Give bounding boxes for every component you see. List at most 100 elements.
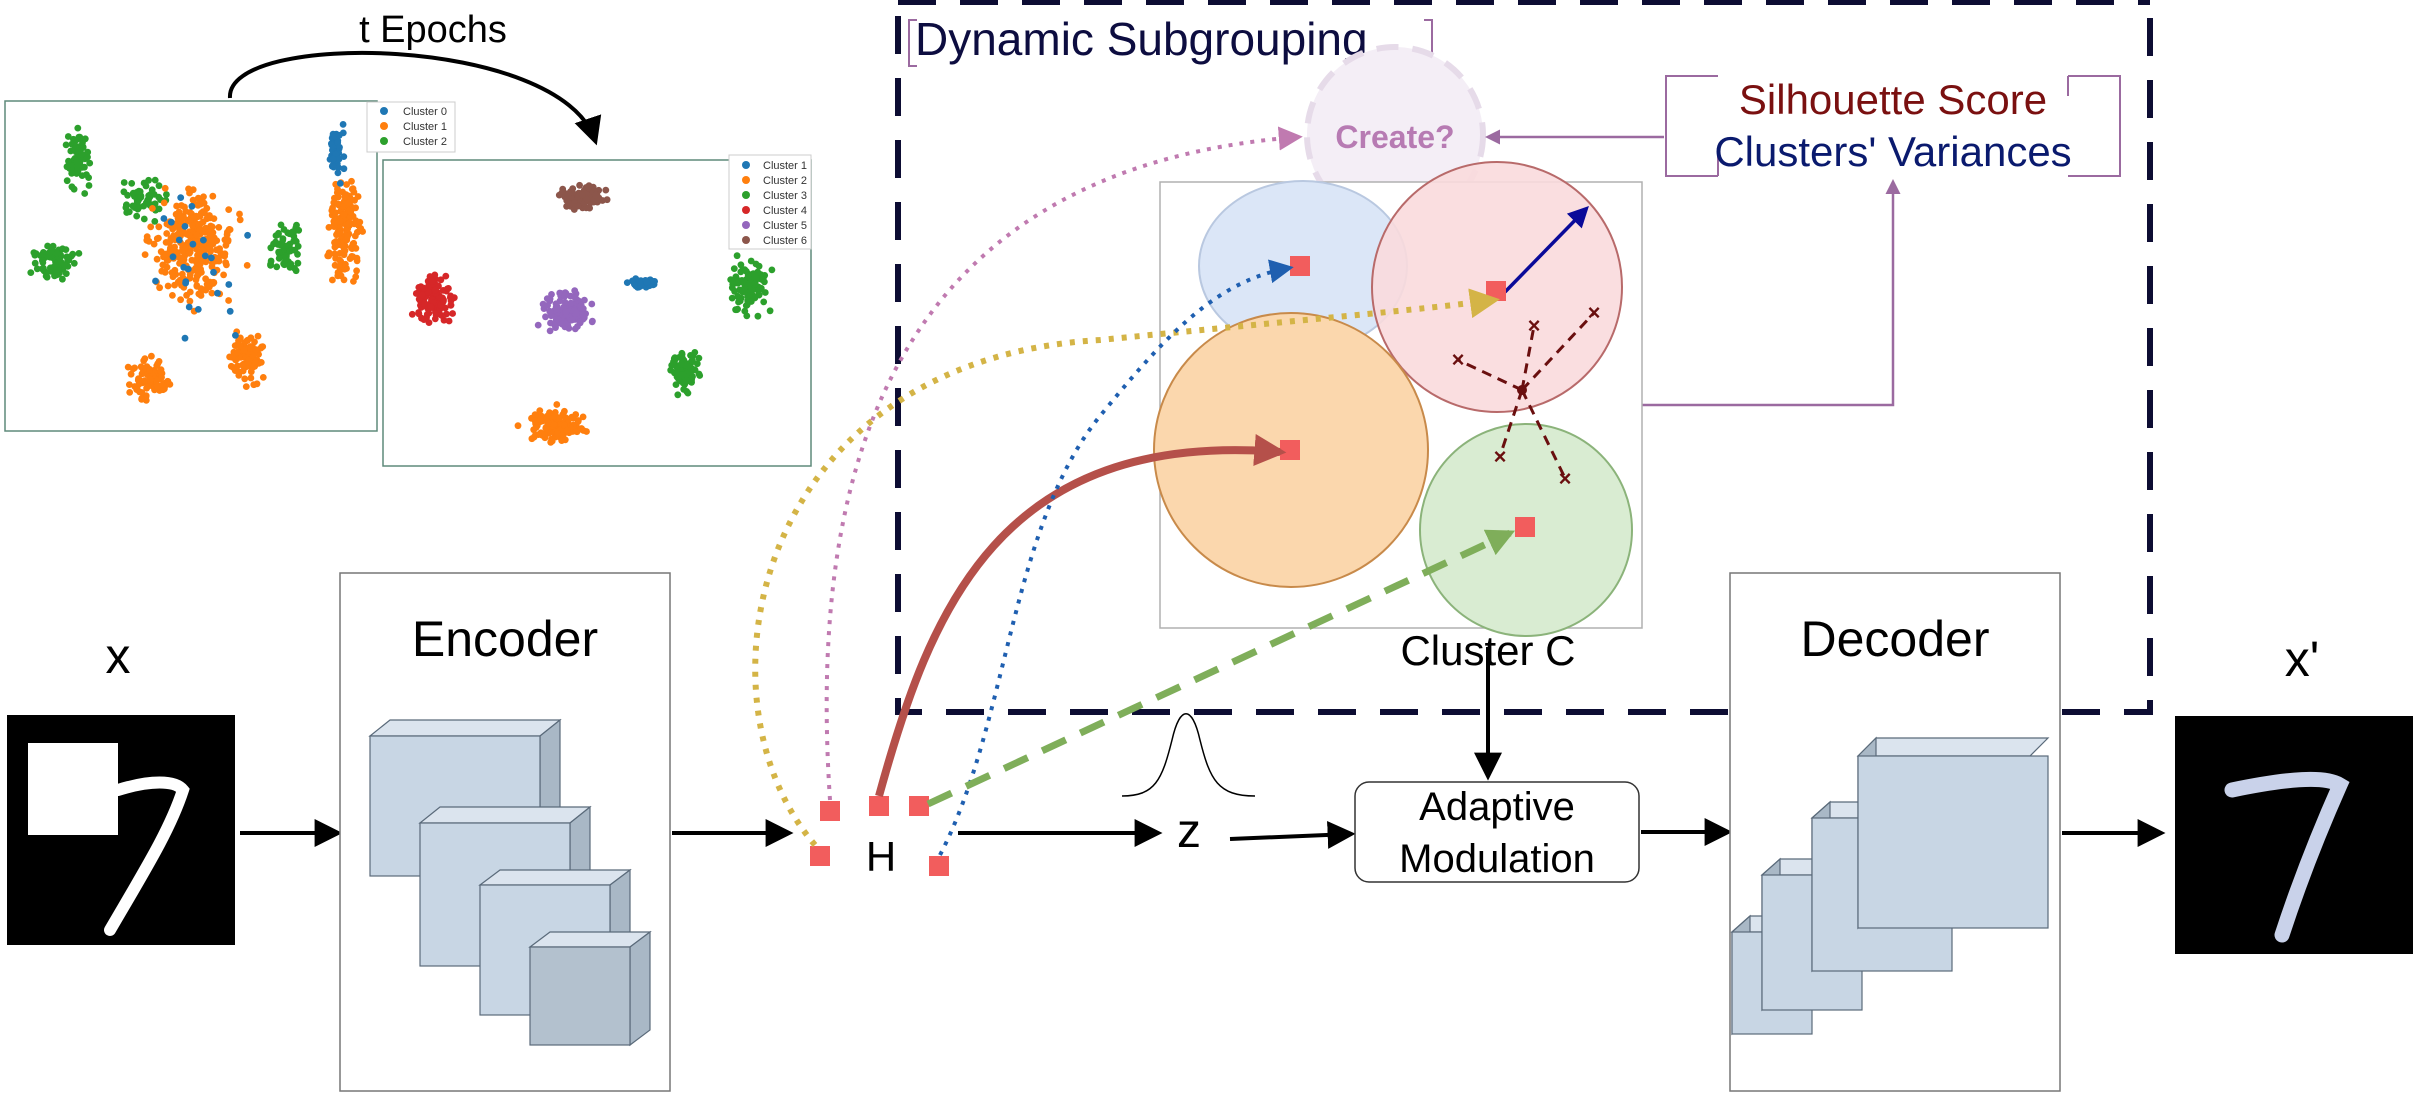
scatter-point: [129, 365, 137, 373]
scatter-point: [728, 294, 736, 302]
scatter-point: [156, 284, 164, 292]
gaussian-curve: [1121, 713, 1256, 797]
centroid-blue: [1290, 256, 1310, 276]
scatter-point: [424, 288, 432, 296]
scatter-point: [573, 309, 580, 317]
scatter-point: [259, 374, 267, 381]
scatter-point: [74, 124, 82, 132]
scatter-point: [336, 143, 343, 151]
scatter-point: [129, 189, 137, 197]
scatter-point: [61, 261, 68, 269]
scatter-point: [351, 232, 359, 240]
scatter-point: [164, 377, 172, 385]
dynamic-subgrouping-box: [895, 2, 2153, 715]
tsne-after-plot: Cluster 1 Cluster 2 Cluster 3 Cluster 4 …: [382, 154, 812, 467]
scatter-point: [760, 298, 768, 306]
scatter-point: [691, 349, 699, 356]
scatter-point: [592, 191, 599, 199]
scatter-point: [632, 282, 640, 290]
scatter-point: [252, 358, 259, 366]
scatter-point: [571, 294, 579, 302]
scatter-point: [542, 424, 550, 432]
scatter-point: [244, 231, 252, 239]
centroid-red: [1486, 281, 1506, 301]
scatter-point: [135, 203, 143, 211]
scatter-point: [210, 268, 217, 276]
scatter-point: [200, 193, 207, 201]
scatter-point: [155, 182, 163, 190]
scatter-point: [182, 279, 190, 287]
variance-points: × × × × ×: [1452, 300, 1601, 491]
scatter-point: [336, 217, 344, 225]
scatter-point: [752, 274, 760, 282]
scatter-point: [84, 148, 92, 156]
scatter-point: [213, 246, 220, 254]
scatter-point: [588, 300, 596, 308]
scatter-point: [33, 265, 41, 273]
scatter-point: [643, 278, 651, 286]
scatter-point: [556, 414, 563, 422]
scatter-point: [737, 261, 745, 269]
scatter-point: [247, 374, 255, 382]
scatter-point: [356, 218, 364, 226]
scatter-point: [579, 191, 586, 199]
scatter-point: [81, 190, 89, 197]
scatter-point: [273, 263, 281, 271]
scatter-point: [678, 349, 686, 357]
scatter-point: [348, 253, 356, 260]
scatter-point: [185, 303, 193, 311]
scatter-point: [532, 424, 540, 431]
scatter-point: [293, 221, 300, 229]
scatter-point: [147, 223, 155, 231]
scatter-point: [574, 418, 582, 425]
encoder-layers: [368, 718, 652, 1047]
scatter-point: [695, 354, 703, 362]
encoder-label: Encoder: [412, 611, 598, 667]
scatter-point: [546, 327, 554, 335]
scatter-point: [177, 194, 185, 202]
scatter-point: [152, 277, 159, 285]
scatter-point: [163, 230, 171, 237]
scatter-point: [272, 232, 280, 240]
scatter-point: [141, 355, 149, 362]
adaptive-modulation-box: [1354, 781, 1640, 883]
scatter-point: [431, 286, 439, 294]
scatter-point: [37, 252, 44, 259]
scatter-point: [339, 243, 347, 250]
scatter-point: [186, 288, 194, 296]
scatter-point: [428, 278, 436, 286]
scatter-point: [235, 372, 243, 379]
scatter-point: [352, 244, 360, 252]
scatter-point: [536, 407, 544, 414]
scatter-point: [667, 366, 675, 374]
scatter-point: [623, 279, 631, 286]
scatter-point: [123, 209, 131, 216]
svg-text:×: ×: [1528, 313, 1541, 338]
scatter-point: [194, 194, 202, 202]
scatter-point: [154, 383, 161, 390]
tsne-after-legend: Cluster 1 Cluster 2 Cluster 3 Cluster 4 …: [728, 154, 812, 250]
scatter-point: [420, 284, 428, 292]
scatter-point: [247, 344, 254, 352]
scatter-point: [340, 211, 348, 218]
scatter-point: [425, 319, 433, 326]
scatter-point: [140, 215, 148, 223]
scatter-point: [128, 180, 136, 187]
adaptive-label: Adaptive: [1419, 785, 1575, 829]
legend-label: Cluster 0: [403, 106, 447, 118]
scatter-point: [195, 226, 203, 234]
scatter-point: [146, 366, 153, 374]
scatter-point: [234, 348, 242, 356]
scatter-point: [163, 191, 170, 198]
scatter-point: [189, 240, 197, 248]
scatter-point: [537, 415, 544, 423]
scatter-point: [134, 376, 142, 384]
scatter-point: [337, 272, 345, 280]
scatter-point: [562, 308, 570, 316]
scatter-point: [344, 232, 352, 240]
scatter-point: [334, 169, 342, 177]
scatter-point: [579, 311, 587, 318]
scatter-point: [142, 182, 150, 190]
scatter-point: [30, 249, 38, 256]
scatter-point: [153, 235, 161, 243]
